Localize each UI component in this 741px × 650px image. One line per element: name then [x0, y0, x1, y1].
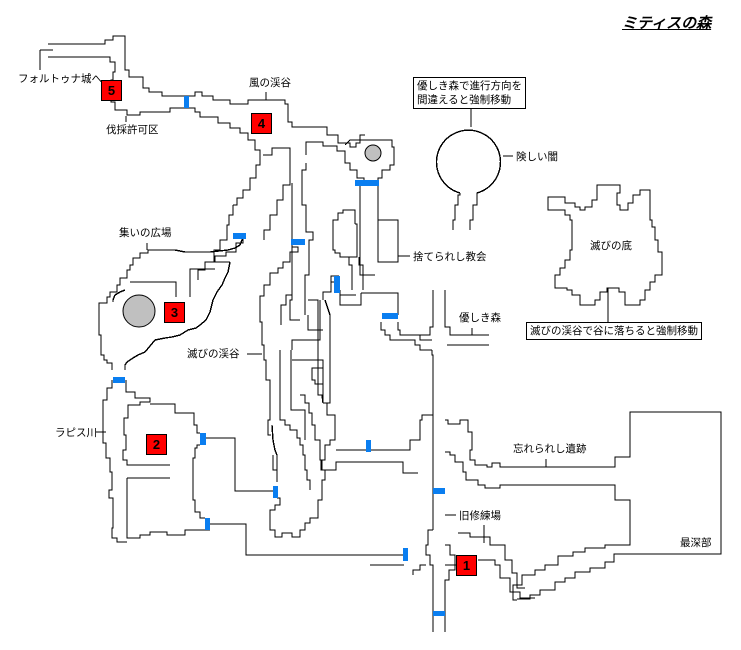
note-gentle-forest-warp: 優しき森で進行方向を 間違えると強制移動 [413, 77, 526, 109]
area-badge-2[interactable]: 2 [146, 434, 167, 455]
wall [269, 394, 326, 538]
wall [210, 523, 404, 556]
wall [361, 292, 399, 315]
wall [444, 290, 489, 336]
wall [336, 414, 433, 451]
wall [307, 315, 323, 331]
wall [189, 268, 215, 297]
wall [102, 380, 127, 543]
area-badge-4[interactable]: 4 [251, 113, 272, 134]
wall [332, 209, 358, 258]
label-old-training-ground: 旧修練場 [459, 510, 501, 522]
note-ruin-valley-warp: 滅びの渓谷で谷に落ちると強制移動 [526, 322, 702, 340]
door[interactable] [113, 377, 125, 383]
wall [445, 411, 722, 600]
wall [206, 437, 273, 492]
wall [263, 147, 291, 240]
door[interactable] [184, 96, 189, 108]
area-badge-1[interactable]: 1 [456, 555, 477, 576]
wall [320, 402, 336, 471]
label-ruin-bottom: 滅びの底 [590, 240, 632, 252]
wall [130, 281, 177, 297]
wall [348, 257, 353, 290]
wall [478, 559, 535, 599]
door[interactable] [382, 313, 398, 319]
label-abandoned-church: 捨てられし教会 [413, 251, 487, 263]
boulder-gathering-plaza [122, 294, 156, 328]
label-forgotten-ruins: 忘れられし遺跡 [513, 443, 587, 455]
door[interactable] [433, 611, 445, 616]
wall [305, 141, 365, 180]
wall [380, 322, 432, 351]
label-steep-darkness: 険しい闇 [516, 151, 558, 163]
wall [402, 290, 434, 336]
wall [192, 444, 205, 519]
door[interactable] [433, 488, 445, 494]
door[interactable] [334, 276, 340, 293]
door[interactable] [403, 548, 408, 561]
wall [259, 183, 299, 436]
label-gentle-forest: 優しき森 [459, 312, 501, 324]
door[interactable] [291, 239, 305, 245]
note-line: 優しき森で進行方向を [417, 80, 522, 92]
wall [112, 289, 126, 302]
door[interactable] [205, 518, 210, 530]
wall [397, 322, 432, 341]
area-badge-3[interactable]: 3 [164, 302, 185, 323]
label-gathering-plaza: 集いの広場 [119, 227, 172, 239]
wall [289, 247, 300, 321]
door[interactable] [233, 233, 246, 239]
wall [280, 294, 293, 325]
note-line: 間違えると強制移動 [417, 94, 512, 106]
map-title: ミティスの森 [622, 14, 712, 32]
wall [358, 257, 364, 290]
wall [445, 451, 631, 601]
wall [122, 380, 170, 466]
wall [292, 359, 324, 403]
wall [344, 139, 395, 186]
wall [412, 564, 426, 575]
wall [279, 350, 311, 490]
wall [444, 544, 456, 632]
door[interactable] [355, 180, 379, 186]
wall [425, 529, 434, 632]
wall [290, 350, 306, 440]
label-fortuna-castle: フォルトゥナ城へ [18, 73, 102, 85]
door[interactable] [200, 433, 206, 445]
area-badge-5[interactable]: 5 [101, 80, 122, 101]
label-deepest-part: 最深部 [680, 537, 712, 549]
wall [271, 424, 278, 478]
wall [458, 532, 525, 589]
wall [126, 478, 210, 539]
wall [377, 186, 399, 263]
label-ruin-valley: 滅びの渓谷 [187, 348, 240, 360]
label-lapis-river: ラピス川 [55, 427, 97, 439]
wall [339, 290, 362, 306]
wall [150, 403, 200, 434]
wall [359, 186, 375, 276]
wall [339, 294, 356, 300]
wall [98, 232, 246, 370]
wall [431, 350, 434, 530]
wall [452, 193, 461, 230]
steep-darkness-circle [435, 129, 502, 230]
wall [547, 184, 663, 306]
wall [323, 461, 418, 474]
label-wind-valley: 風の渓谷 [249, 77, 291, 89]
label-logging-zone: 伐採許可区 [106, 124, 159, 136]
door[interactable] [273, 486, 278, 498]
wall [308, 299, 324, 404]
wall [291, 300, 321, 350]
door[interactable] [366, 440, 371, 452]
wall [311, 367, 323, 385]
wall [323, 299, 331, 404]
wall [301, 163, 314, 315]
boulder-wind-valley [364, 144, 382, 162]
wall [124, 261, 231, 370]
wall [48, 35, 365, 148]
